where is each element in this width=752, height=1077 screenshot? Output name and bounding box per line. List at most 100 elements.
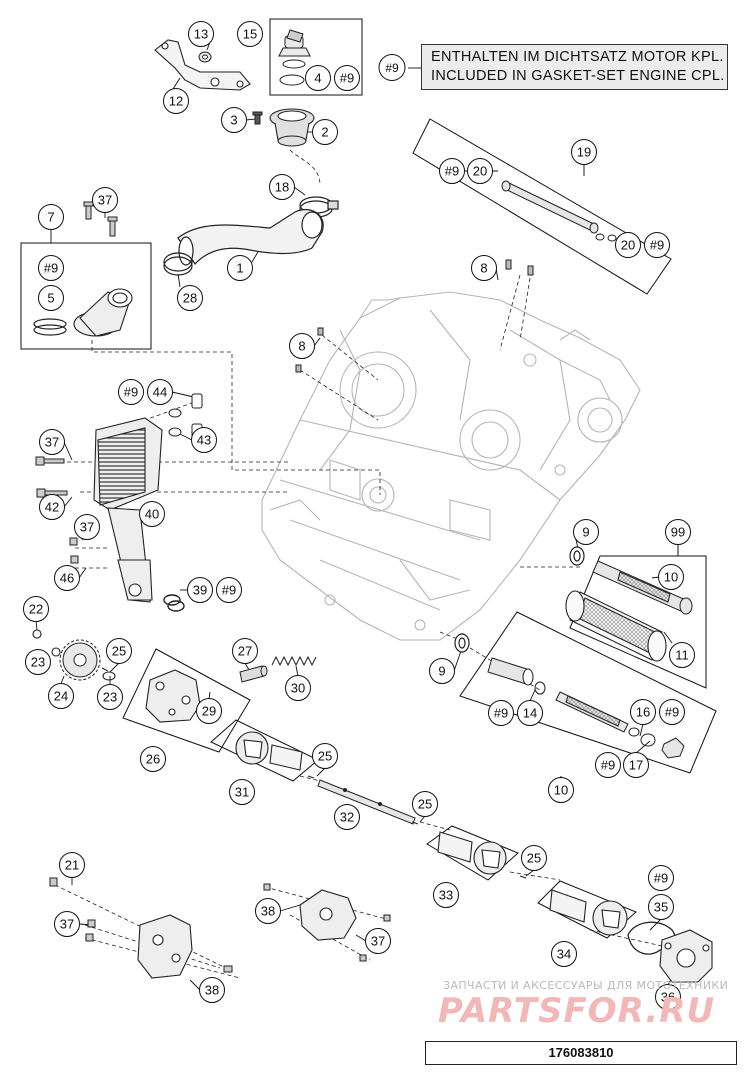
part-8-screws [295, 259, 534, 373]
callout-14-label: 14 [523, 706, 537, 721]
callout-38-a: 38 [255, 898, 281, 924]
callout-46-label: 46 [60, 571, 74, 586]
callout-4-top: 4 [305, 65, 331, 91]
callout-12: 12 [163, 88, 189, 114]
part-28-hose-clamp [163, 252, 193, 276]
callout-22-label: 22 [29, 602, 43, 617]
callout-34: 34 [551, 941, 577, 967]
callout-19-circle [571, 139, 597, 165]
callout-44: 44 [147, 379, 173, 405]
part-10-oil-strainer [592, 560, 693, 615]
callout-5-label: 5 [47, 291, 54, 306]
callout-26: 26 [140, 746, 166, 772]
callout-17-circle [623, 752, 649, 778]
part-33-rotor [437, 831, 507, 875]
callout-39-label: 39 [193, 583, 207, 598]
callout-9-mid-label: 9 [582, 525, 589, 540]
callout-9-14: #9 [488, 700, 514, 726]
box-19 [412, 118, 672, 295]
callout-9-44: #9 [118, 379, 144, 405]
callout-20-a-circle [467, 158, 493, 184]
callout-37-b-circle [39, 429, 65, 455]
callout-9-35: #9 [648, 865, 674, 891]
part-7-oil-fitting [73, 288, 133, 337]
callout-32: 32 [334, 804, 360, 830]
callout-30-label: 30 [291, 681, 305, 696]
callout-31: 31 [229, 779, 255, 805]
callout-9-39-circle [216, 577, 242, 603]
callout-22: 22 [23, 596, 49, 622]
callout-9-kit7-circle [38, 255, 64, 281]
callout-8-b-label: 8 [298, 339, 305, 354]
callout-43-circle [191, 427, 217, 453]
callout-32-circle [334, 804, 360, 830]
callout-42-label: 42 [45, 500, 59, 515]
callout-37-e-circle [54, 911, 80, 937]
callout-19: 19 [571, 139, 597, 165]
part-1-oil-hose [177, 209, 324, 266]
callout-21-circle [59, 852, 85, 878]
callout-9-39-label: #9 [222, 583, 236, 598]
callout-27-label: 27 [238, 644, 252, 659]
callout-25-a: 25 [106, 638, 132, 664]
callout-15-label: 15 [243, 27, 257, 42]
callout-25-c: 25 [412, 791, 438, 817]
callout-11: 11 [669, 642, 695, 668]
callout-23-a-label: 23 [31, 655, 45, 670]
note-reference-callout: #9 [376, 53, 408, 82]
callout-10-b-circle [548, 777, 574, 803]
callout-37-e: 37 [54, 911, 80, 937]
watermark-logo: PARTSFOR.RU [438, 991, 716, 1031]
callout-9-17-circle [595, 752, 621, 778]
callout-4-top-label: 4 [314, 71, 321, 86]
callout-38-b: 38 [199, 977, 225, 1003]
callout-37-a-label: 37 [98, 193, 112, 208]
callout-19-label: 19 [577, 145, 591, 160]
callout-37-a-circle [92, 187, 118, 213]
part-9-seals [454, 546, 585, 653]
callout-13-label: 13 [194, 27, 208, 42]
callout-33-label: 33 [439, 888, 453, 903]
callout-5: 5 [38, 285, 64, 311]
callout-11-label: 11 [675, 648, 689, 663]
note-reference-label: #9 [385, 61, 399, 75]
callout-16: 16 [630, 699, 656, 725]
part-5-o-rings [33, 318, 67, 336]
part-39-o-rings [163, 594, 185, 612]
callout-1-circle [227, 255, 253, 281]
callout-99-label: 99 [671, 525, 685, 540]
callout-25-b-circle [312, 743, 338, 769]
callout-29-label: 29 [202, 704, 216, 719]
callout-9-19b-circle [644, 232, 670, 258]
callout-25-b-label: 25 [318, 749, 332, 764]
callout-24: 24 [48, 683, 74, 709]
part-22-23-washers [32, 629, 116, 681]
callout-9-44-label: #9 [124, 385, 138, 400]
box-10 [459, 611, 717, 774]
part-15-filler-cap [278, 29, 311, 86]
callout-9-16-circle [659, 699, 685, 725]
part-30-spring [271, 655, 317, 667]
callout-20-b-label: 20 [621, 238, 635, 253]
box-34 [537, 880, 637, 939]
callout-25-d-label: 25 [527, 851, 541, 866]
part-34-rotor [549, 889, 628, 936]
callout-40: 40 [139, 501, 165, 527]
callout-12-label: 12 [169, 94, 183, 109]
callout-28-label: 28 [183, 291, 197, 306]
crankcase-engine [261, 291, 641, 641]
callout-9-kit7-label: #9 [44, 261, 58, 276]
callout-37-d-circle [365, 928, 391, 954]
callout-25-c-circle [412, 791, 438, 817]
callout-9-mid: 9 [573, 519, 599, 545]
callout-32-label: 32 [340, 810, 354, 825]
callout-9-19a-circle [439, 158, 465, 184]
callout-25-b: 25 [312, 743, 338, 769]
callout-8-a-circle [471, 255, 497, 281]
part-37-screws-top [83, 201, 118, 237]
callout-13: 13 [188, 21, 214, 47]
callout-37-d: 37 [365, 928, 391, 954]
callout-16-label: 16 [636, 705, 650, 720]
callout-9-kit7: #9 [38, 255, 64, 281]
callout-17-label: 17 [629, 758, 643, 773]
